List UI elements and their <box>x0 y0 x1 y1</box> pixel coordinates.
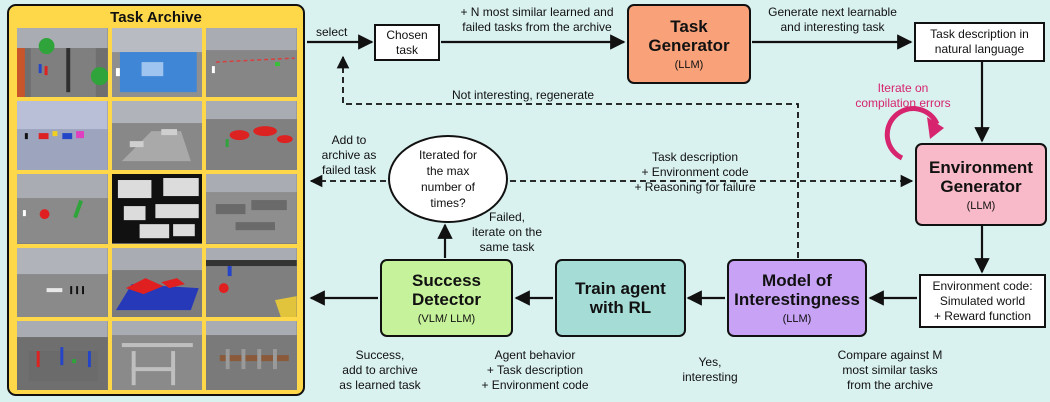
label-line: from the archive <box>846 378 934 392</box>
label-line: interesting <box>682 370 738 384</box>
train-agent-box: Train agent with RL <box>555 259 686 337</box>
success-detector-box: Success Detector (VLM/ LLM) <box>380 259 513 337</box>
archive-thumbnail <box>17 247 108 317</box>
environment-code-line: + Reward function <box>933 308 1032 323</box>
archive-title: Task Archive <box>110 9 202 26</box>
label-line: same task <box>479 240 535 254</box>
environment-code-line: Environment code: <box>932 278 1033 293</box>
archive-thumbnail <box>206 101 297 171</box>
label-line: + Task description <box>486 363 584 377</box>
task-archive: Task Archive <box>7 4 305 396</box>
task-description-box: Task description in natural language <box>914 22 1045 62</box>
train-agent-title: with RL <box>589 298 652 317</box>
task-description-line: Task description in <box>930 27 1029 41</box>
chosen-task-line: task <box>395 42 418 57</box>
label-line: Add to <box>331 133 367 147</box>
environment-code-line: Simulated world <box>939 293 1026 308</box>
model-of-interestingness-box: Model of Interestingness (LLM) <box>727 259 867 337</box>
archive-thumbnail <box>17 174 108 244</box>
interestingness-model: (LLM) <box>782 313 812 325</box>
label-line: Agent behavior <box>494 348 576 362</box>
archive-thumbnail <box>111 101 203 171</box>
interestingness-title: Interestingness <box>734 290 860 309</box>
iteration-check-circle: Iterated for the max number of times? <box>388 135 508 223</box>
archive-thumbnail <box>206 247 297 317</box>
label-line: failed tasks from the archive <box>462 20 612 34</box>
task-description-line: natural language <box>934 42 1025 56</box>
label-task-description-env-code: Task description + Environment code + Re… <box>620 150 770 195</box>
label-agent-behavior: Agent behavior + Task description + Envi… <box>470 348 600 393</box>
environment-generator-title: Generator <box>940 176 1022 196</box>
label-line: iterate on the <box>471 225 543 239</box>
archive-thumbnail <box>206 28 297 98</box>
archive-thumbnail <box>111 28 203 98</box>
label-line: + Environment code <box>641 165 749 179</box>
label-line: Success, <box>355 348 405 362</box>
label-line: add to archive <box>342 363 418 377</box>
task-generator-title: Generator <box>648 36 730 55</box>
environment-generator-box: Environment Generator (LLM) <box>915 143 1047 226</box>
label-line: as learned task <box>339 378 421 392</box>
task-generator-box: Task Generator (LLM) <box>627 4 751 84</box>
success-detector-title: Success <box>412 271 481 290</box>
success-detector-model: (VLM/ LLM) <box>417 313 476 325</box>
train-agent-title: Train agent <box>575 279 666 298</box>
environment-generator-model: (LLM) <box>966 199 996 212</box>
label-yes-interesting: Yes, interesting <box>665 355 755 385</box>
environment-code-box: Environment code: Simulated world + Rewa… <box>919 274 1046 328</box>
label-line: Iterate on <box>877 81 929 95</box>
archive-thumbnail <box>206 174 297 244</box>
iterate-loop-arrowhead <box>927 117 944 139</box>
label-line: archive as <box>321 148 377 162</box>
label-compare-against: Compare against M most similar tasks fro… <box>825 348 955 393</box>
environment-generator-title: Environment <box>929 157 1033 177</box>
success-detector-title: Detector <box>412 290 481 309</box>
archive-thumbnail <box>17 101 108 171</box>
chosen-task-box: Chosen task <box>374 24 440 61</box>
label-not-interesting: Not interesting, regenerate <box>452 88 595 102</box>
iteration-check-line: the max <box>426 164 470 178</box>
label-generate-next: Generate next learnable and interesting … <box>760 5 905 35</box>
archive-thumbnail <box>111 247 203 317</box>
archive-thumbnail-grid <box>17 28 297 390</box>
chosen-task-line: Chosen <box>386 27 428 42</box>
label-iterate-compilation: Iterate on compilation errors <box>838 81 968 111</box>
archive-thumbnail <box>17 320 108 390</box>
task-generator-title: Task <box>670 17 708 36</box>
archive-thumbnail <box>111 174 203 244</box>
task-generator-model: (LLM) <box>674 59 704 71</box>
label-line: most similar tasks <box>842 363 938 377</box>
label-line: Generate next learnable <box>768 5 897 19</box>
label-line: compilation errors <box>855 96 951 110</box>
iteration-check-line: number of <box>420 180 476 194</box>
label-line: + Reasoning for failure <box>634 180 756 194</box>
label-select: select <box>316 25 348 39</box>
arrow-not-interesting <box>336 55 799 258</box>
label-add-failed: Add to archive as failed task <box>314 133 384 178</box>
label-line: Yes, <box>698 355 722 369</box>
label-line: Failed, <box>488 210 526 224</box>
label-similar-tasks: + N most similar learned and failed task… <box>452 5 622 35</box>
archive-thumbnail <box>17 28 108 98</box>
label-line: failed task <box>321 163 377 177</box>
archive-thumbnail <box>111 320 203 390</box>
label-line: and interesting task <box>780 20 885 34</box>
label-line: Task description <box>651 150 739 164</box>
interestingness-title: Model of <box>762 271 832 290</box>
label-failed-iterate: Failed, iterate on the same task <box>452 210 562 255</box>
iteration-check-line: times? <box>430 196 466 210</box>
label-line: + N most similar learned and <box>460 5 614 19</box>
label-line: + Environment code <box>481 378 589 392</box>
iterate-loop-icon <box>884 106 940 161</box>
archive-thumbnail <box>206 320 297 390</box>
label-line: Compare against M <box>837 348 943 362</box>
label-success-add: Success, add to archive as learned task <box>325 348 435 393</box>
iteration-check-line: Iterated for <box>418 148 478 162</box>
